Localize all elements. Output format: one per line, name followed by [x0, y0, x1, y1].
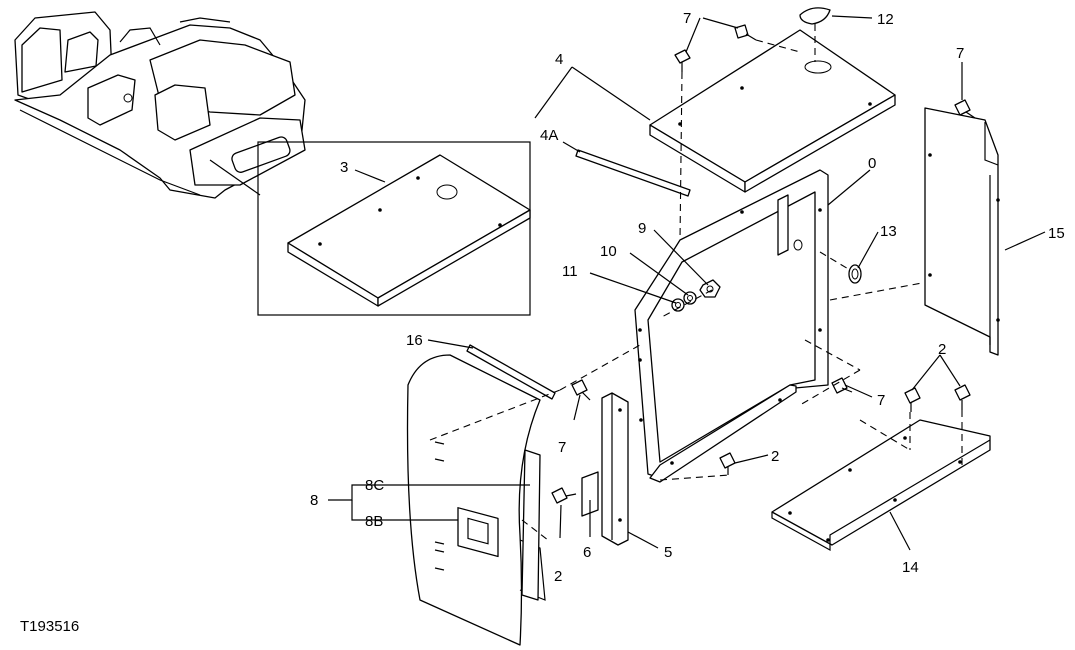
callout-11: 11 — [562, 263, 578, 280]
callout-2-mid: 2 — [771, 448, 779, 465]
top-cover-part-4 — [649, 29, 896, 193]
bolt-2-a — [904, 387, 921, 412]
callout-9: 9 — [638, 220, 646, 237]
bolt-2-b — [954, 384, 971, 410]
callout-8c: 8C — [365, 477, 384, 494]
callout-2-top: 2 — [938, 341, 946, 358]
door-panel-part-8 — [406, 354, 546, 646]
callout-7-right: 7 — [956, 45, 964, 62]
callout-4a: 4A — [540, 127, 558, 144]
callout-16: 16 — [406, 332, 423, 349]
bracket-part-6 — [581, 471, 599, 517]
cap-part-12 — [799, 7, 831, 62]
callout-8: 8 — [310, 492, 318, 509]
callout-15: 15 — [1048, 225, 1065, 242]
bolt-7-mid — [831, 377, 853, 394]
bolt-2-c — [719, 452, 736, 475]
main-frame-part-0 — [634, 169, 829, 483]
assembly-dashed-lines — [429, 39, 963, 541]
bolt-7-right — [954, 99, 976, 119]
callout-labels: 7 12 4 4A 7 0 13 15 9 10 11 16 2 7 7 2 8… — [20, 10, 1065, 635]
excavator-overview-drawing — [14, 11, 306, 199]
callout-3: 3 — [340, 159, 348, 176]
callout-5: 5 — [664, 544, 672, 561]
callout-leader-lines — [328, 15, 1046, 551]
bolt-2-d — [551, 487, 577, 504]
callout-7-left: 7 — [558, 439, 566, 456]
bolt-7-left — [571, 379, 591, 401]
grommet-part-13 — [848, 264, 862, 284]
figure-id: T193516 — [20, 618, 79, 635]
callout-13: 13 — [880, 223, 897, 240]
bottom-plate-part-14 — [771, 419, 991, 552]
callout-14: 14 — [902, 559, 919, 576]
callout-6: 6 — [583, 544, 591, 561]
seal-strip-4a — [575, 149, 691, 197]
callout-0: 0 — [868, 155, 876, 172]
callout-8b: 8B — [365, 513, 383, 530]
callout-7-top: 7 — [683, 10, 691, 27]
bracket-part-5 — [601, 392, 629, 546]
bolt-7-top-b — [734, 24, 757, 41]
callout-7-mid: 7 — [877, 392, 885, 409]
callout-10: 10 — [600, 243, 617, 260]
seal-strip-16 — [466, 344, 556, 400]
callout-12: 12 — [877, 11, 894, 28]
bolt-7-top-a — [674, 49, 691, 72]
inset-detail-box: 3 — [209, 141, 531, 316]
callout-4: 4 — [555, 51, 563, 68]
washer-part-11 — [671, 298, 685, 312]
side-panel-part-15 — [924, 107, 1000, 356]
callout-2-bottom: 2 — [554, 568, 562, 585]
